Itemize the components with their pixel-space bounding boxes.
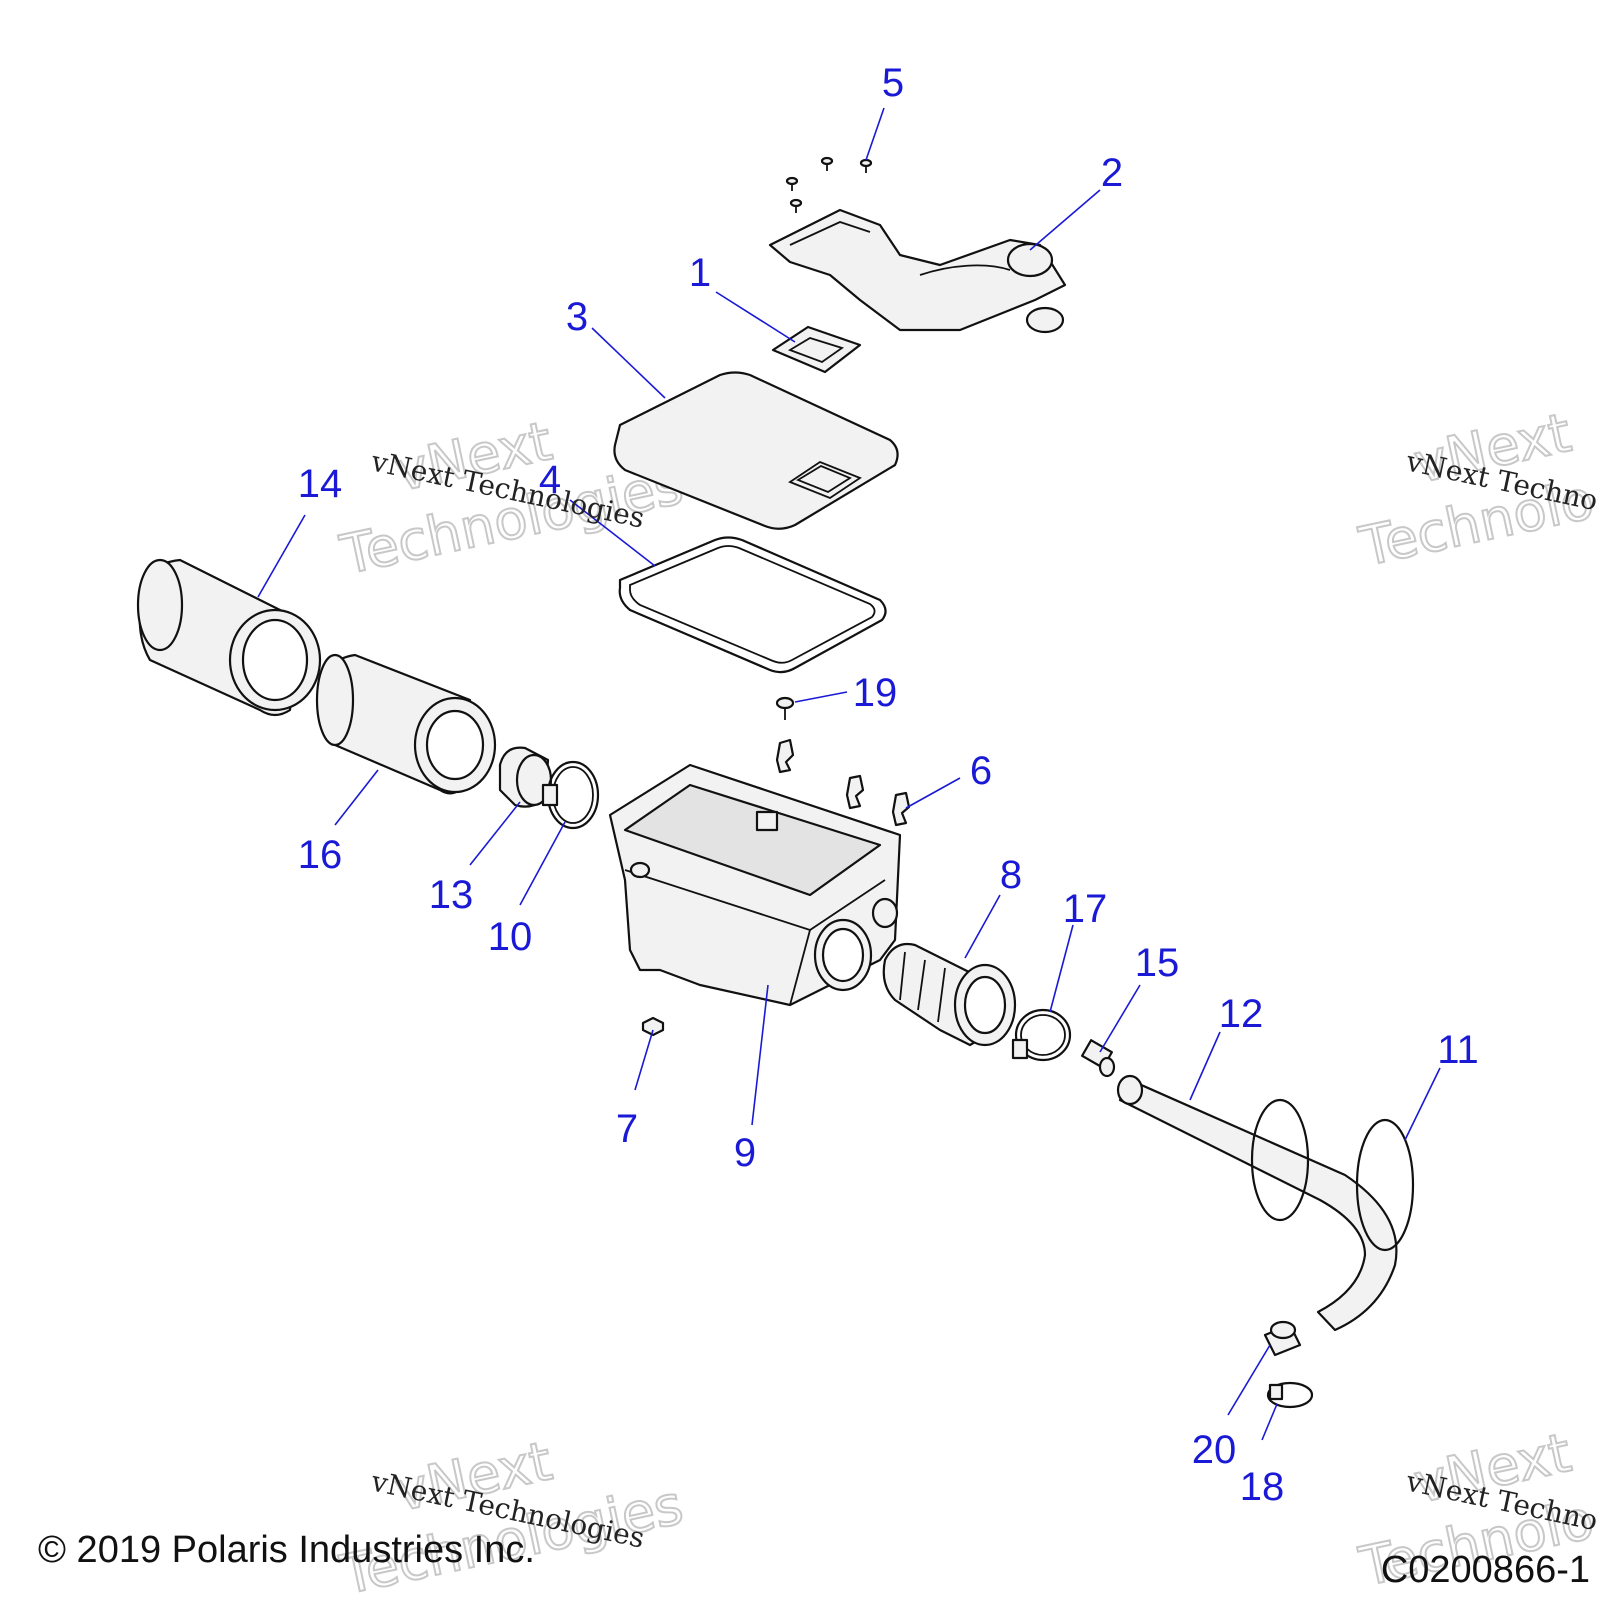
leader-1 <box>715 291 796 343</box>
leader-11 <box>1404 1067 1441 1141</box>
callout-7: 7 <box>616 1107 638 1151</box>
callout-20: 20 <box>1192 1428 1237 1472</box>
callout-12: 12 <box>1219 992 1264 1036</box>
leader-13 <box>469 801 521 866</box>
leader-3 <box>591 327 666 399</box>
part-20-cap <box>1263 1320 1302 1357</box>
part-1-gasket <box>771 325 862 374</box>
callout-14: 14 <box>298 462 343 506</box>
part-3-airbox-cover <box>613 371 899 530</box>
leader-4 <box>569 499 656 567</box>
copyright-text: © 2019 Polaris Industries Inc. <box>38 1529 535 1571</box>
leader-20 <box>1227 1344 1271 1416</box>
leader-2 <box>1029 189 1101 251</box>
part-12-hose <box>1116 1074 1398 1332</box>
part-6-clips <box>775 738 911 827</box>
part-7-nut <box>641 1016 665 1037</box>
part-5-screws <box>785 156 873 213</box>
leader-5 <box>865 107 885 161</box>
leader-15 <box>1099 984 1141 1053</box>
callout-15: 15 <box>1135 941 1180 985</box>
callout-6: 6 <box>970 749 992 793</box>
leader-6 <box>905 777 961 809</box>
callout-3: 3 <box>566 295 588 339</box>
leader-16 <box>334 769 379 826</box>
part-2-intake-duct <box>768 208 1067 334</box>
callout-4: 4 <box>539 458 561 502</box>
leader-12 <box>1189 1031 1221 1101</box>
callout-numbers: 1 2 3 4 5 6 7 8 9 10 11 12 13 14 15 16 1… <box>298 61 1479 1509</box>
part-8-boot <box>882 942 1017 1047</box>
part-14-prefilter <box>136 558 322 717</box>
part-19-screw <box>775 696 795 720</box>
part-16-filter <box>315 653 497 795</box>
callout-19: 19 <box>853 671 898 715</box>
callout-18: 18 <box>1240 1465 1285 1509</box>
leader-10 <box>519 821 566 906</box>
callout-16: 16 <box>298 833 343 877</box>
part-15-fitting <box>1081 1039 1116 1078</box>
callout-10: 10 <box>488 915 533 959</box>
leader-19 <box>794 691 848 703</box>
part-11-clips <box>1250 1098 1415 1252</box>
part-9-airbox <box>608 763 902 1007</box>
leader-18 <box>1261 1403 1278 1441</box>
callout-8: 8 <box>1000 853 1022 897</box>
part-10-clamp <box>541 760 600 830</box>
callout-13: 13 <box>429 873 474 917</box>
callout-9: 9 <box>734 1131 756 1175</box>
leader-7 <box>634 1029 654 1091</box>
callout-2: 2 <box>1101 151 1123 195</box>
callout-11: 11 <box>1437 1028 1479 1072</box>
leader-lines <box>257 107 1441 1441</box>
part-18-clamp <box>1266 1381 1314 1409</box>
callout-17: 17 <box>1063 887 1108 931</box>
leader-14 <box>257 514 306 598</box>
leader-17 <box>1049 924 1074 1013</box>
part-4-seal <box>618 536 887 674</box>
callout-5: 5 <box>882 61 904 105</box>
leader-8 <box>964 894 1001 959</box>
figure-id: C0200866-1 <box>1381 1549 1590 1591</box>
part-17-clamp <box>1011 1008 1072 1062</box>
leader-9 <box>751 984 769 1126</box>
callout-1: 1 <box>689 251 711 295</box>
